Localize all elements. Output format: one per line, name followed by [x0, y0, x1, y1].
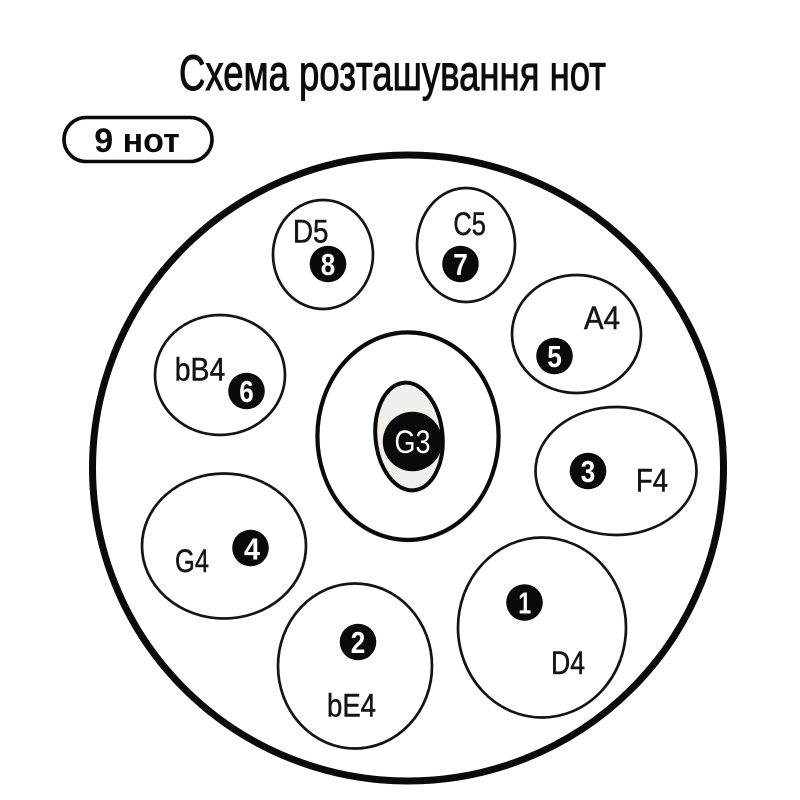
- svg-text:D5: D5: [293, 214, 329, 250]
- svg-text:F4: F4: [636, 463, 668, 499]
- svg-text:5: 5: [547, 339, 562, 374]
- svg-text:C5: C5: [453, 206, 486, 242]
- svg-text:4: 4: [244, 532, 261, 567]
- svg-text:G4: G4: [175, 543, 209, 579]
- svg-text:D4: D4: [551, 645, 585, 681]
- svg-text:bE4: bE4: [327, 688, 376, 724]
- svg-text:1: 1: [518, 586, 531, 621]
- svg-text:7: 7: [453, 247, 468, 282]
- svg-text:bB4: bB4: [175, 351, 226, 387]
- svg-text:Схема розташування нот: Схема розташування нот: [179, 45, 606, 101]
- svg-text:9 нот: 9 нот: [94, 122, 179, 160]
- svg-text:8: 8: [321, 247, 336, 282]
- svg-text:6: 6: [239, 374, 254, 409]
- svg-text:G3: G3: [395, 424, 431, 460]
- svg-text:2: 2: [351, 625, 366, 660]
- svg-text:A4: A4: [584, 300, 620, 336]
- svg-text:3: 3: [581, 454, 596, 489]
